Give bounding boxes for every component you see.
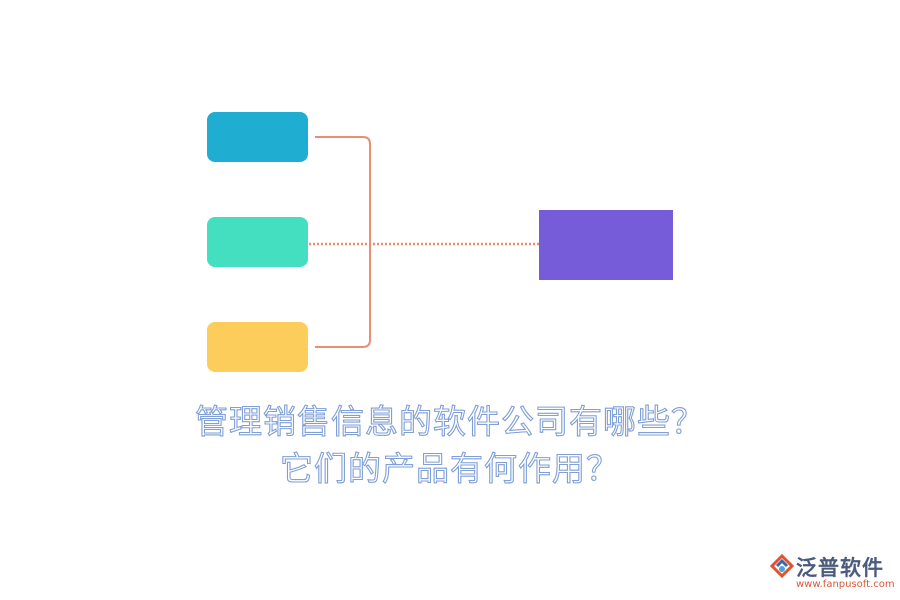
title-line-2: 它们的产品有何作用？ <box>279 448 620 488</box>
bracket-connector <box>315 136 371 348</box>
fanpu-logo-icon <box>770 554 794 578</box>
logo-name: 泛普软件 <box>796 556 884 580</box>
diagram-node-yellow <box>207 322 308 372</box>
diagram-target-node <box>539 210 673 280</box>
diagram-node-teal <box>207 217 308 267</box>
title-line-1: 管理销售信息的软件公司有哪些？ <box>194 401 705 441</box>
logo-url: www.fanpusoft.com <box>796 579 895 590</box>
brand-logo: 泛普软件 www.fanpusoft.com <box>770 552 895 598</box>
diagram-node-blue <box>207 112 308 162</box>
